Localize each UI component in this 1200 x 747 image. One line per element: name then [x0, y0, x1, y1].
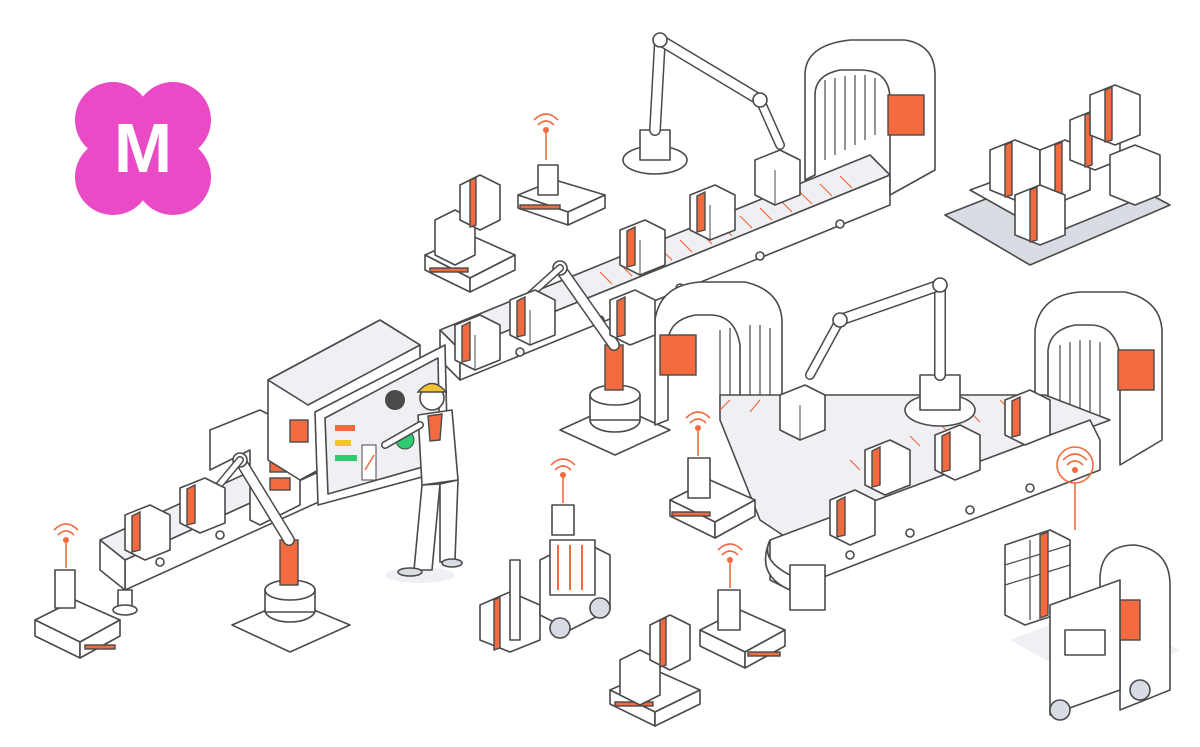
- robotic-arm-top: [622, 32, 785, 175]
- agv-robot-box-cart: [424, 174, 516, 293]
- wireless-signal-icon: [685, 411, 711, 456]
- cardboard-box: [619, 219, 666, 276]
- cardboard-box: [509, 289, 556, 346]
- cardboard-box: [124, 504, 171, 561]
- scanner-gate-right: [1034, 291, 1163, 466]
- agv-robot-box-cart-bottom: [609, 614, 701, 727]
- worker: [381, 382, 463, 583]
- cardboard-box: [934, 424, 981, 481]
- wireless-signal-icon: [1056, 446, 1094, 530]
- pallet-stack: [944, 84, 1171, 266]
- logo-letter: M: [114, 109, 172, 187]
- wireless-signal-icon: [717, 543, 743, 588]
- agv-robot-top: [517, 164, 606, 226]
- cardboard-box: [689, 184, 736, 241]
- control-dashboard: [314, 344, 449, 506]
- cardboard-box: [1004, 389, 1051, 446]
- robotic-arm-left: [211, 452, 351, 653]
- wireless-signal-icon: [53, 523, 79, 568]
- cardboard-box: [179, 477, 226, 534]
- cardboard-box: [754, 149, 801, 206]
- agv-robot-bottom: [699, 589, 786, 669]
- cardboard-box: [454, 314, 501, 371]
- cardboard-box: [779, 384, 826, 441]
- scanner-gate-top: [804, 39, 936, 196]
- robotic-arm-center: [526, 260, 671, 456]
- robotic-arm-right: [805, 277, 976, 427]
- agv-robot-center: [669, 457, 756, 539]
- hand-truck-robot: [1004, 529, 1180, 721]
- cardboard-box: [609, 289, 656, 346]
- forklift: [479, 504, 611, 653]
- agv-robot-left: [34, 569, 121, 659]
- wireless-signal-icon: [550, 458, 576, 503]
- cardboard-box: [864, 439, 911, 496]
- wireless-signal-icon: [533, 113, 559, 160]
- conveyor-boxes: [124, 149, 1051, 561]
- brand-logo: M: [75, 82, 211, 215]
- cardboard-box: [829, 489, 876, 546]
